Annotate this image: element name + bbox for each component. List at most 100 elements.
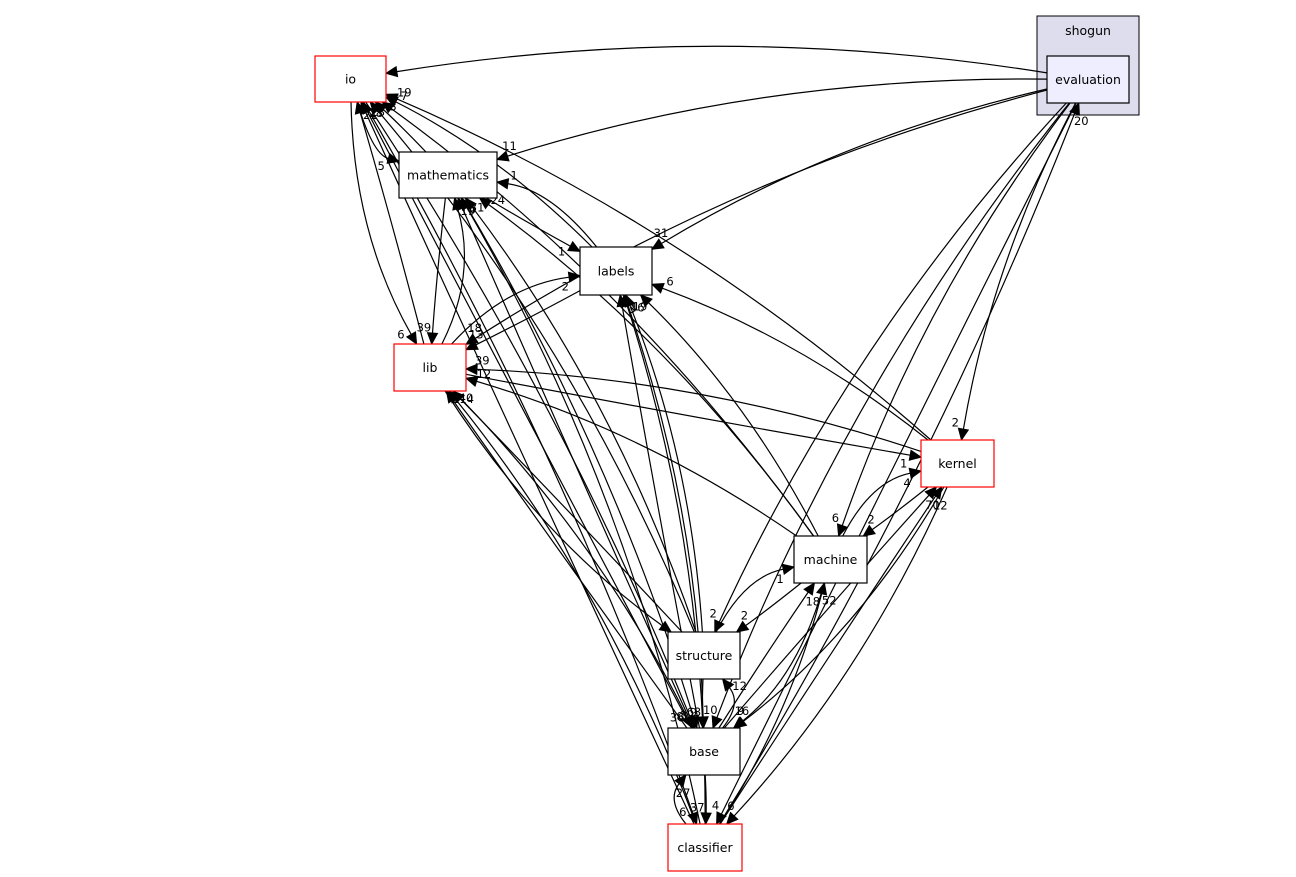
cluster-label: shogun: [1065, 23, 1111, 38]
edge-label: 7: [401, 89, 408, 103]
edge-classifier-to-machine: 52: [719, 581, 837, 825]
edge-arrowhead: [650, 282, 665, 294]
node-label: lib: [423, 360, 438, 375]
edge-line: [471, 206, 697, 633]
node-box[interactable]: [1046, 55, 1130, 104]
edge-arrowhead: [908, 449, 923, 461]
node-labels[interactable]: labels: [579, 246, 653, 296]
edge-kernel-to-lib: 39: [464, 354, 922, 452]
edge-label: 12: [732, 679, 747, 693]
edge-arrowhead: [639, 294, 653, 308]
edge-arrowhead: [658, 620, 673, 633]
node-box[interactable]: [667, 631, 741, 680]
edge-mathematics-to-labels: 1: [486, 197, 582, 259]
node-box[interactable]: [667, 823, 743, 872]
edge-label: 16: [735, 704, 750, 718]
node-lib[interactable]: lib: [393, 343, 467, 392]
edge-arrowhead: [426, 332, 439, 346]
edge-line: [719, 593, 823, 825]
edge-line: [396, 45, 1048, 74]
edge-label: 8: [677, 710, 684, 724]
edge-label: 11: [502, 139, 517, 153]
edge-label: 6: [832, 511, 839, 525]
edge-label: 46: [630, 301, 645, 315]
edge-line: [723, 494, 930, 729]
edge-structure-to-machine: 1: [715, 563, 796, 633]
edge-kernel-to-base: 16: [733, 486, 945, 729]
node-label: structure: [676, 648, 733, 663]
edge-line: [451, 276, 570, 345]
edge-label: 40: [459, 391, 474, 405]
edge-line: [465, 373, 911, 456]
node-classifier[interactable]: classifier: [667, 823, 743, 872]
node-kernel[interactable]: kernel: [920, 439, 995, 488]
edge-label: 2: [710, 607, 717, 621]
edge-arrowhead: [460, 196, 473, 211]
edge-structure-to-labels: 19: [624, 293, 703, 633]
edge-line: [704, 774, 707, 814]
edge-line: [743, 486, 945, 722]
node-base[interactable]: base: [667, 727, 741, 776]
edge-line: [662, 287, 929, 441]
node-label: kernel: [938, 456, 977, 471]
node-machine[interactable]: machine: [793, 535, 868, 584]
edge-lib-to-kernel: 1: [465, 373, 923, 470]
edge-arrowhead: [803, 581, 816, 596]
edge-label: 4: [903, 476, 910, 490]
edge-arrowhead: [721, 678, 735, 692]
node-io[interactable]: io: [314, 55, 387, 103]
edge-line: [363, 101, 694, 814]
node-box[interactable]: [667, 727, 741, 776]
edge-line: [475, 290, 581, 346]
edge-label: 1: [510, 169, 517, 183]
edge-line: [745, 582, 802, 627]
edge-arrowhead: [478, 197, 493, 210]
edge-arrowhead: [621, 293, 633, 308]
edge-line: [382, 109, 427, 153]
node-box[interactable]: [398, 151, 498, 199]
node-box[interactable]: [920, 439, 995, 488]
edge-line: [350, 101, 412, 335]
edge-label: 12: [933, 498, 948, 512]
edge-line: [507, 183, 598, 248]
edge-evaluation-to-base: 10: [703, 102, 1070, 730]
edge-line: [842, 472, 911, 537]
node-label: evaluation: [1055, 72, 1121, 87]
edge-label: 39: [475, 354, 490, 368]
edge-evaluation-to-machine: 6: [832, 102, 1071, 538]
edge-label: 52: [822, 594, 837, 608]
edge-mathematics-to-lib: 39: [417, 197, 446, 346]
node-structure[interactable]: structure: [667, 631, 741, 680]
edge-line: [722, 687, 735, 729]
edge-arrowhead: [1069, 101, 1080, 116]
edge-line: [441, 208, 466, 345]
edge-arrowhead: [405, 331, 418, 346]
node-box[interactable]: [314, 55, 387, 103]
edge-arrowhead: [908, 467, 923, 479]
edge-lib-to-structure: [444, 390, 673, 633]
edge-line: [629, 304, 703, 633]
edge-machine-to-labels: [639, 294, 819, 537]
edge-label: 3: [680, 708, 687, 722]
node-label: mathematics: [407, 168, 489, 183]
edge-line: [486, 197, 571, 247]
edge-evaluation-to-mathematics: 11: [495, 78, 1048, 162]
edge-arrowhead: [495, 150, 510, 162]
edge-evaluation-to-io: [384, 45, 1048, 78]
edge-lib-to-labels: 2: [451, 271, 582, 345]
edge-arrowhead: [650, 238, 665, 250]
edge-line: [742, 582, 825, 722]
node-box[interactable]: [793, 535, 868, 584]
node-evaluation[interactable]: evaluation: [1046, 55, 1130, 104]
edge-arrowhead: [862, 524, 876, 537]
edge-label: 19: [397, 85, 412, 99]
edge-label: 36: [670, 711, 685, 725]
edge-label: 31: [470, 200, 485, 214]
edge-label: 13: [469, 328, 484, 342]
node-box[interactable]: [393, 343, 467, 392]
edge-kernel-to-classifier: 6: [725, 486, 948, 825]
edge-base-to-machine: 18: [718, 581, 820, 729]
node-box[interactable]: [579, 246, 653, 296]
edge-arrowhead: [725, 811, 739, 825]
node-mathematics[interactable]: mathematics: [398, 151, 498, 199]
